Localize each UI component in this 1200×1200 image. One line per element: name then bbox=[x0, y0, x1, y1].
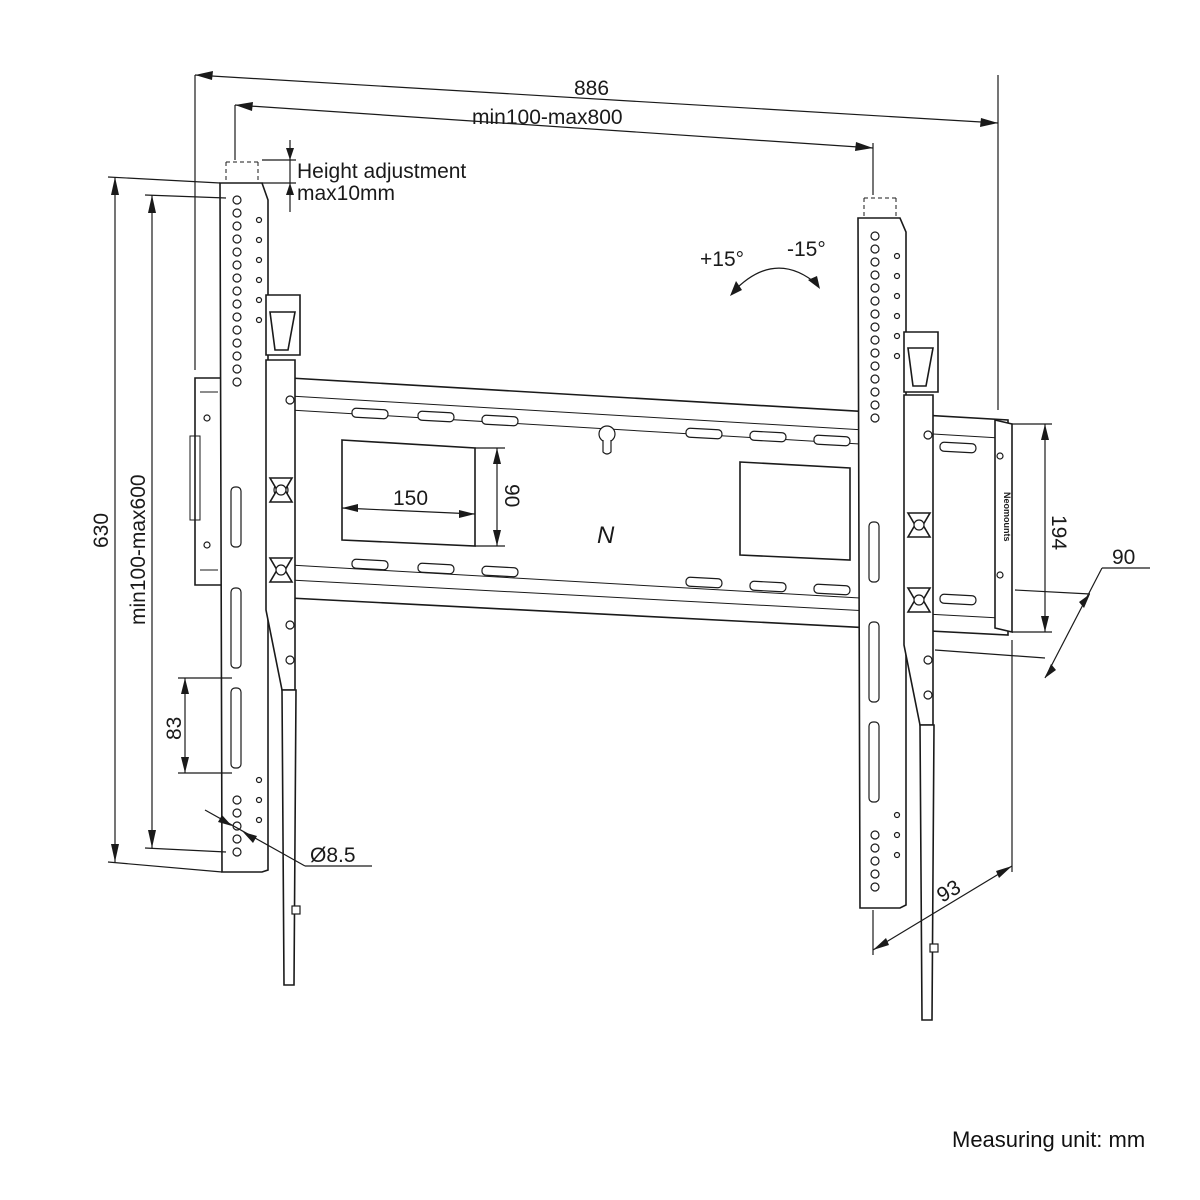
left-knob-lower-icon bbox=[268, 557, 294, 583]
right-cutout bbox=[739, 461, 851, 561]
dim-overall-height-label: 630 bbox=[90, 513, 113, 548]
dim-arm-depth bbox=[872, 640, 1013, 955]
right-vertical-arm bbox=[857, 197, 939, 1021]
dim-overall-height bbox=[107, 176, 223, 873]
tilt-minus-label: -15° bbox=[787, 238, 826, 261]
dim-inner-width-label: 150 bbox=[393, 487, 428, 510]
dim-rail-height-label: 194 bbox=[1047, 515, 1070, 550]
dim-hole-diameter-label: Ø8.5 bbox=[310, 844, 356, 867]
dim-slot-length bbox=[178, 677, 232, 774]
right-knob-lower-icon bbox=[906, 587, 932, 613]
dim-inner-width bbox=[341, 504, 476, 518]
tilt-plus-label: +15° bbox=[700, 248, 744, 271]
dim-overall-width bbox=[194, 71, 999, 410]
dim-interface-width-label: min100-max800 bbox=[472, 106, 623, 129]
tilt-arrow-icon bbox=[730, 267, 820, 296]
keyhole-icon bbox=[598, 425, 616, 455]
dim-wall-depth bbox=[934, 567, 1150, 679]
right-arm-holes-upper bbox=[870, 231, 901, 423]
brand-logo-icon: N bbox=[597, 522, 615, 549]
dim-slot-length-label: 83 bbox=[163, 717, 186, 740]
lower-slot-row bbox=[351, 558, 977, 606]
dim-overall-width-label: 886 bbox=[574, 77, 609, 100]
dim-interface-height bbox=[144, 194, 227, 853]
height-adjustment-max-label: max10mm bbox=[297, 182, 395, 205]
left-arm-holes-upper bbox=[232, 195, 263, 387]
dim-inner-height-label: 90 bbox=[500, 484, 523, 507]
left-arm-holes-lower bbox=[232, 776, 263, 857]
brand-label: Neomounts bbox=[1002, 492, 1012, 542]
dim-inner-height bbox=[475, 447, 505, 547]
left-pull-cord bbox=[281, 689, 297, 986]
dim-height-adjustment bbox=[262, 140, 296, 212]
wall-plate bbox=[189, 377, 1013, 636]
dim-interface-width bbox=[234, 102, 874, 195]
right-arm-holes-lower bbox=[870, 811, 901, 892]
upper-slot-row bbox=[351, 407, 977, 454]
measuring-unit-note: Measuring unit: mm bbox=[952, 1127, 1145, 1152]
right-pull-cord bbox=[919, 724, 935, 1021]
dim-hole-diameter bbox=[204, 809, 372, 867]
dim-wall-depth-label: 90 bbox=[1112, 546, 1135, 569]
left-knob-upper-icon bbox=[268, 477, 294, 503]
right-knob-upper-icon bbox=[906, 512, 932, 538]
dim-interface-height-label: min100-max600 bbox=[127, 474, 150, 625]
dim-arm-depth-label: 93 bbox=[933, 876, 965, 908]
height-adjustment-label: Height adjustment bbox=[297, 160, 466, 183]
left-vertical-arm bbox=[219, 161, 301, 986]
dim-rail-height bbox=[1012, 423, 1052, 633]
